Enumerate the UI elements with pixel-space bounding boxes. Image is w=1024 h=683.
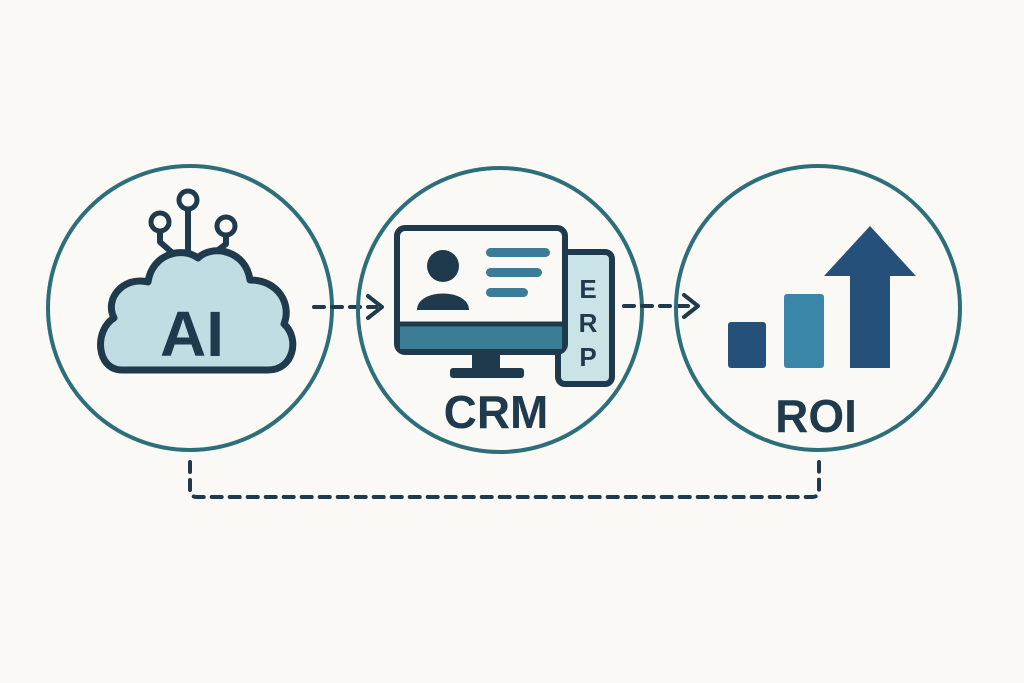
- monitor-base-bar: [400, 324, 562, 349]
- node-crm-circle: [356, 166, 644, 454]
- roi-label: ROI: [775, 390, 857, 442]
- erp-letter-e: E: [579, 274, 596, 304]
- ai-cloud-network-icon: AI: [97, 188, 297, 374]
- growth-bar-small: [728, 322, 766, 368]
- growth-bar-chart-arrow-icon: [728, 226, 916, 368]
- node-ai: AI: [46, 164, 334, 452]
- connector-ai-to-crm: [312, 294, 384, 320]
- node-crm: E R P CRM: [356, 166, 644, 454]
- erp-letter-p: P: [579, 342, 596, 372]
- node-roi-circle: [674, 164, 962, 452]
- feedback-connector-ai-to-roi: [188, 460, 821, 499]
- node-roi: ROI: [674, 164, 962, 452]
- crm-label: CRM: [444, 386, 549, 438]
- growth-bar-medium: [784, 294, 824, 368]
- crm-monitor-profile-icon: E R P: [394, 225, 615, 387]
- erp-letter-r: R: [579, 308, 598, 338]
- connector-crm-to-roi: [622, 293, 700, 319]
- profile-avatar-icon: [417, 250, 469, 310]
- ai-cloud-label: AI: [160, 298, 224, 370]
- growth-arrow: [824, 226, 916, 368]
